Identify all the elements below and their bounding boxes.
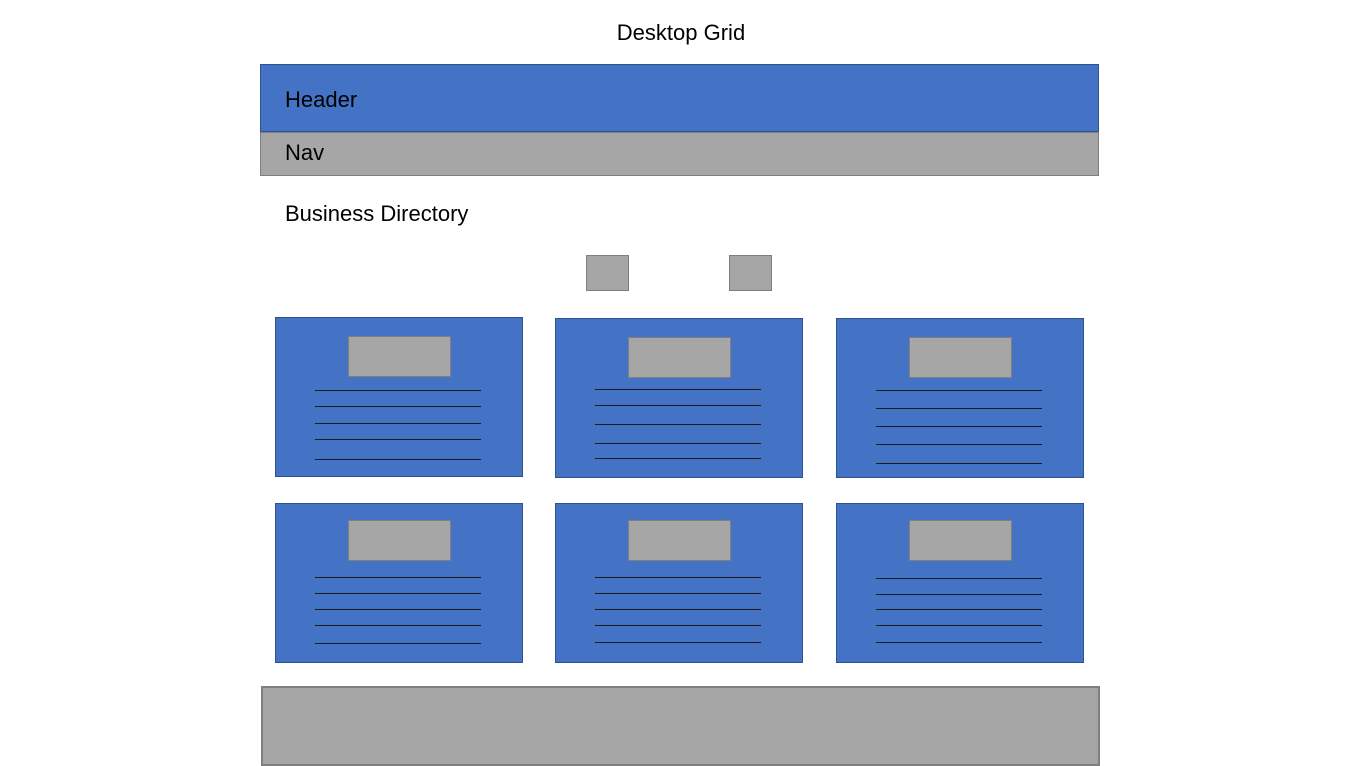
filter-button-placeholder bbox=[586, 255, 629, 291]
card-text-line bbox=[595, 405, 761, 406]
card-text-line bbox=[876, 426, 1042, 427]
section-title: Business Directory bbox=[285, 201, 469, 226]
nav-block: Nav bbox=[260, 132, 1099, 176]
card-text-line bbox=[315, 625, 481, 626]
card-text-line bbox=[315, 406, 481, 407]
card-text-line bbox=[595, 609, 761, 610]
directory-card bbox=[555, 318, 803, 478]
card-text-line bbox=[595, 577, 761, 578]
directory-card bbox=[555, 503, 803, 663]
card-text-line bbox=[315, 643, 481, 644]
card-text-line bbox=[595, 625, 761, 626]
diagram-title: Desktop Grid bbox=[616, 20, 746, 45]
card-text-line bbox=[876, 390, 1042, 391]
card-text-line bbox=[595, 424, 761, 425]
card-text-line bbox=[595, 593, 761, 594]
card-text-line bbox=[595, 443, 761, 444]
card-text-line bbox=[876, 625, 1042, 626]
directory-card bbox=[275, 503, 523, 663]
filter-button-placeholder bbox=[729, 255, 772, 291]
card-text-line bbox=[315, 593, 481, 594]
card-image-placeholder bbox=[348, 520, 451, 561]
card-image-placeholder bbox=[628, 520, 731, 561]
footer-block bbox=[261, 686, 1100, 766]
directory-card bbox=[836, 318, 1084, 478]
card-text-line bbox=[315, 577, 481, 578]
card-image-placeholder bbox=[348, 336, 451, 377]
card-text-line bbox=[876, 594, 1042, 595]
nav-label: Nav bbox=[285, 140, 325, 165]
card-image-placeholder bbox=[909, 520, 1012, 561]
card-text-line bbox=[876, 444, 1042, 445]
card-text-line bbox=[315, 390, 481, 391]
header-block: Header bbox=[260, 64, 1099, 132]
card-text-line bbox=[315, 459, 481, 460]
card-image-placeholder bbox=[909, 337, 1012, 378]
card-text-line bbox=[876, 642, 1042, 643]
card-text-line bbox=[876, 609, 1042, 610]
card-text-line bbox=[595, 458, 761, 459]
header-label: Header bbox=[285, 87, 358, 112]
card-text-line bbox=[876, 408, 1042, 409]
card-text-line bbox=[315, 439, 481, 440]
card-text-line bbox=[595, 389, 761, 390]
card-text-line bbox=[595, 642, 761, 643]
card-image-placeholder bbox=[628, 337, 731, 378]
card-text-line bbox=[315, 423, 481, 424]
card-text-line bbox=[876, 578, 1042, 579]
card-text-line bbox=[876, 463, 1042, 464]
card-text-line bbox=[315, 609, 481, 610]
directory-card bbox=[836, 503, 1084, 663]
directory-card bbox=[275, 317, 523, 477]
